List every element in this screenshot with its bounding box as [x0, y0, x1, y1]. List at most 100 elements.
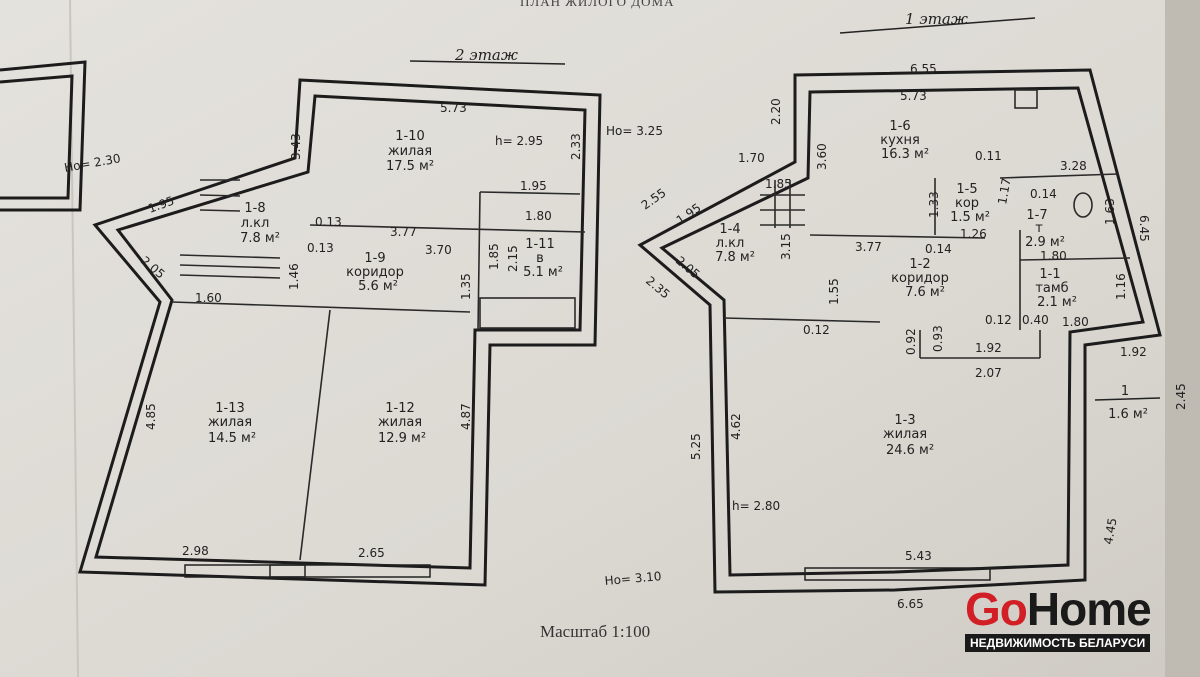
svg-text:4.62: 4.62	[729, 413, 743, 440]
svg-text:5.1 м²: 5.1 м²	[523, 265, 563, 280]
svg-text:1.5 м²: 1.5 м²	[950, 210, 990, 225]
svg-text:0.11: 0.11	[975, 149, 1002, 163]
svg-text:2.33: 2.33	[569, 133, 583, 160]
svg-text:т: т	[1035, 221, 1043, 236]
svg-text:кор: кор	[955, 196, 979, 211]
svg-text:3.15: 3.15	[779, 233, 793, 260]
logo-home: Home	[1026, 583, 1152, 635]
svg-text:жилая: жилая	[388, 144, 432, 159]
logo-go: Go	[965, 583, 1028, 635]
floor2-heading: 2 этаж	[409, 46, 566, 65]
svg-text:0.93: 0.93	[931, 325, 945, 352]
svg-text:7.8 м²: 7.8 м²	[240, 231, 280, 246]
gohome-logo: GoHome НЕДВИЖИМОСТЬ БЕЛАРУСИ	[965, 583, 1152, 652]
svg-text:1.6 м²: 1.6 м²	[1108, 407, 1148, 422]
svg-text:3.43: 3.43	[289, 133, 303, 160]
svg-text:0.12: 0.12	[803, 323, 830, 337]
svg-text:14.5 м²: 14.5 м²	[208, 431, 256, 446]
svg-text:1-11: 1-11	[525, 237, 555, 252]
svg-text:0.40: 0.40	[1022, 313, 1049, 327]
plan-title: ПЛАН ЖИЛОГО ДОМА	[520, 0, 675, 9]
svg-text:тамб: тамб	[1035, 281, 1068, 296]
svg-text:0.12: 0.12	[985, 313, 1012, 327]
svg-text:л.кл: л.кл	[241, 216, 270, 231]
svg-text:2.1 м²: 2.1 м²	[1037, 295, 1077, 310]
svg-text:3.77: 3.77	[390, 225, 417, 239]
svg-text:1-4: 1-4	[719, 222, 740, 237]
floor1-heading: 1 этаж	[839, 10, 1036, 34]
svg-text:1-5: 1-5	[956, 182, 977, 197]
svg-text:h= 2.80: h= 2.80	[732, 499, 780, 513]
svg-text:1: 1	[1121, 384, 1129, 399]
floor1-plan	[637, 68, 1162, 594]
partial-plan-left	[0, 60, 87, 212]
svg-text:1.33: 1.33	[927, 191, 941, 218]
svg-text:1.16: 1.16	[1114, 273, 1128, 300]
svg-text:1.80: 1.80	[1062, 315, 1089, 329]
scale-label: Масштаб 1:100	[540, 622, 650, 641]
svg-text:6.45: 6.45	[1137, 215, 1151, 242]
svg-text:2.45: 2.45	[1174, 383, 1188, 410]
svg-text:1-6: 1-6	[889, 119, 910, 134]
svg-text:коридор: коридор	[346, 265, 404, 280]
svg-text:1.55: 1.55	[827, 278, 841, 305]
svg-text:3.28: 3.28	[1060, 159, 1087, 173]
svg-text:6.55: 6.55	[910, 62, 937, 76]
svg-text:2.65: 2.65	[358, 546, 385, 560]
svg-text:3.77: 3.77	[855, 240, 882, 254]
svg-text:1.85: 1.85	[765, 177, 792, 191]
svg-text:6.65: 6.65	[897, 597, 924, 611]
svg-text:16.3 м²: 16.3 м²	[881, 147, 929, 162]
svg-text:5.73: 5.73	[440, 101, 467, 115]
logo-tagline: НЕДВИЖИМОСТЬ БЕЛАРУСИ	[965, 634, 1151, 652]
floor2-room-labels: 1-10 жилая 17.5 м² 1-8 л.кл 7.8 м² 1-9 к…	[208, 129, 563, 446]
svg-text:1 этаж: 1 этаж	[905, 10, 968, 28]
svg-text:коридор: коридор	[891, 271, 949, 286]
svg-text:24.6 м²: 24.6 м²	[886, 443, 934, 458]
svg-text:3.60: 3.60	[815, 143, 829, 170]
svg-text:2.98: 2.98	[182, 544, 209, 558]
svg-text:0.13: 0.13	[315, 215, 342, 229]
svg-text:кухня: кухня	[880, 133, 920, 148]
floor1-dimensions: 6.55 5.73 2.20 1.70 3.60 2.55 1.95 1.85 …	[639, 62, 1188, 611]
svg-text:Ho= 3.25: Ho= 3.25	[606, 124, 663, 138]
svg-text:4.85: 4.85	[144, 403, 158, 430]
logo-wordmark: GoHome	[965, 583, 1152, 635]
svg-text:жилая: жилая	[378, 415, 422, 430]
svg-text:1.60: 1.60	[195, 291, 222, 305]
svg-text:1.80: 1.80	[1040, 249, 1067, 263]
svg-text:5.25: 5.25	[689, 433, 703, 460]
svg-text:2.07: 2.07	[975, 366, 1002, 380]
svg-text:h= 2.95: h= 2.95	[495, 134, 543, 148]
svg-text:2.9 м²: 2.9 м²	[1025, 235, 1065, 250]
svg-text:2.15: 2.15	[506, 245, 520, 272]
svg-text:1.35: 1.35	[459, 273, 473, 300]
svg-text:1.70: 1.70	[738, 151, 765, 165]
svg-text:0.14: 0.14	[925, 242, 952, 256]
svg-text:0.92: 0.92	[904, 328, 918, 355]
svg-text:12.9 м²: 12.9 м²	[378, 431, 426, 446]
svg-text:1-12: 1-12	[385, 401, 415, 416]
svg-text:5.73: 5.73	[900, 89, 927, 103]
svg-text:5.6 м²: 5.6 м²	[358, 279, 398, 294]
svg-text:4.87: 4.87	[459, 403, 473, 430]
svg-text:1.26: 1.26	[960, 227, 987, 241]
svg-text:1-7: 1-7	[1026, 208, 1047, 223]
floor2-plan	[78, 78, 602, 587]
svg-text:1.95: 1.95	[520, 179, 547, 193]
svg-text:1.85: 1.85	[487, 243, 501, 270]
svg-text:жилая: жилая	[208, 415, 252, 430]
svg-text:1-1: 1-1	[1039, 267, 1060, 282]
svg-text:5.43: 5.43	[905, 549, 932, 563]
svg-text:3.70: 3.70	[425, 243, 452, 257]
svg-text:17.5 м²: 17.5 м²	[386, 159, 434, 174]
svg-text:жилая: жилая	[883, 427, 927, 442]
paper-edge	[1165, 0, 1200, 677]
svg-text:1.92: 1.92	[975, 341, 1002, 355]
svg-text:1-3: 1-3	[894, 413, 915, 428]
svg-text:1-10: 1-10	[395, 129, 425, 144]
svg-text:7.8 м²: 7.8 м²	[715, 250, 755, 265]
svg-text:Ho= 3.10: Ho= 3.10	[604, 569, 662, 588]
svg-text:1.80: 1.80	[525, 209, 552, 223]
